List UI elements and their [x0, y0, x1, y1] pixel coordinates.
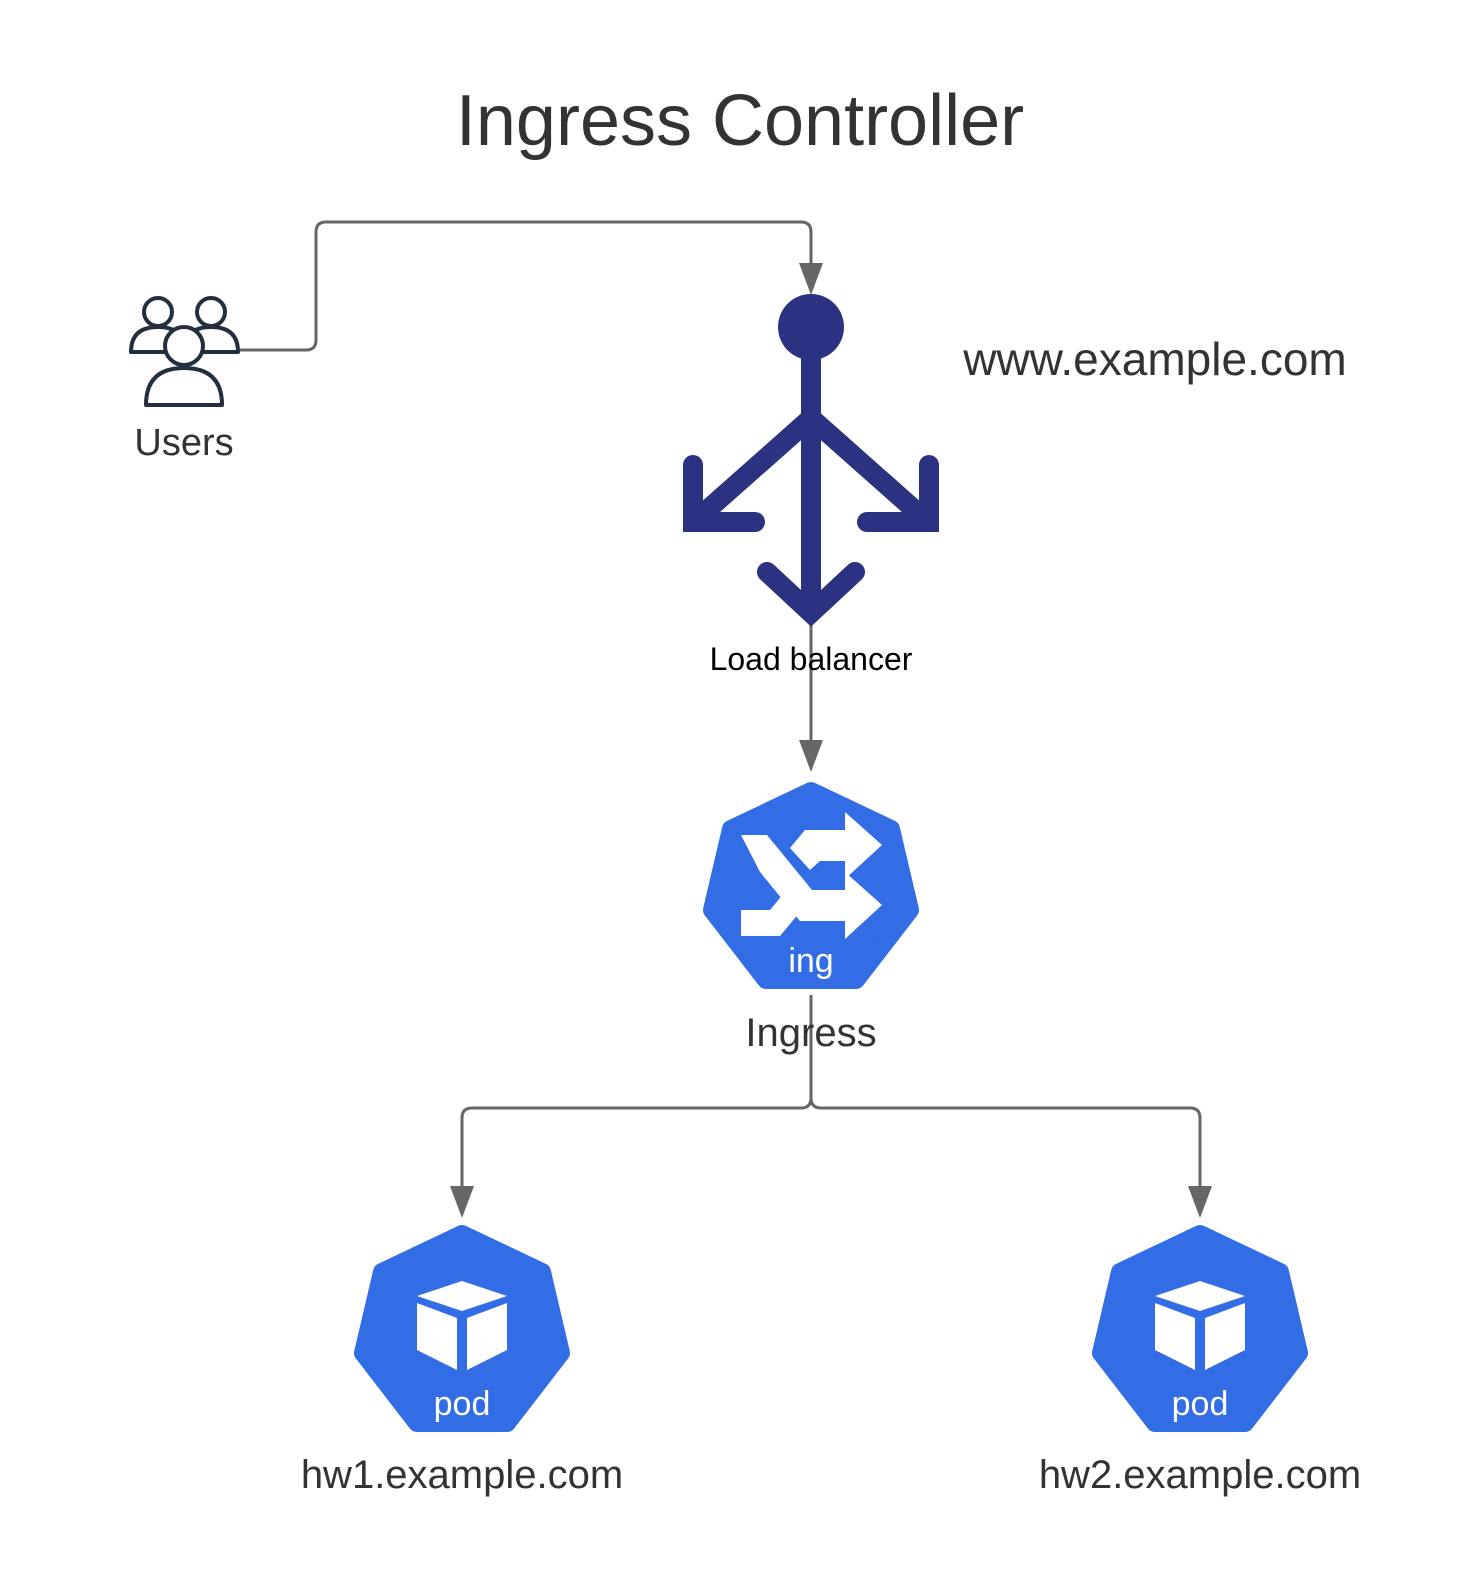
pod-icon	[1155, 1281, 1245, 1370]
arrowhead-ingress	[799, 740, 823, 772]
users-label: Users	[134, 422, 233, 464]
arrowhead-load-balancer	[799, 263, 823, 295]
load-balancer-node[interactable]: Load balancer	[683, 294, 939, 677]
pod2-heptagon	[1092, 1225, 1308, 1432]
ingress-label: Ingress	[745, 1011, 876, 1055]
pod2-badge: pod	[1172, 1385, 1229, 1423]
pod1-heptagon	[354, 1225, 570, 1432]
load-balancer-label: Load balancer	[710, 641, 913, 677]
ingress-node[interactable]: ing Ingress	[703, 782, 919, 1055]
pod-icon	[417, 1281, 507, 1370]
pod1-node[interactable]: pod hw1.example.com	[301, 1225, 623, 1497]
pod1-label: hw1.example.com	[301, 1453, 623, 1497]
pod1-badge: pod	[434, 1385, 491, 1423]
users-node[interactable]: Users	[129, 296, 240, 464]
load-balancer-icon	[683, 294, 939, 627]
edge-users-to-load-balancer	[240, 220, 813, 352]
pod2-node[interactable]: pod hw2.example.com	[1039, 1225, 1361, 1497]
ingress-badge: ing	[788, 942, 833, 980]
arrowhead-pod2	[1188, 1186, 1212, 1218]
ingress-icon	[741, 812, 882, 939]
edge-ingress-to-pods	[460, 995, 1202, 1188]
diagram-title: Ingress Controller	[456, 81, 1024, 161]
arrowhead-pod1	[450, 1186, 474, 1218]
domain-label-www: www.example.com	[962, 333, 1346, 385]
users-icon	[129, 296, 240, 407]
pod2-label: hw2.example.com	[1039, 1453, 1361, 1497]
